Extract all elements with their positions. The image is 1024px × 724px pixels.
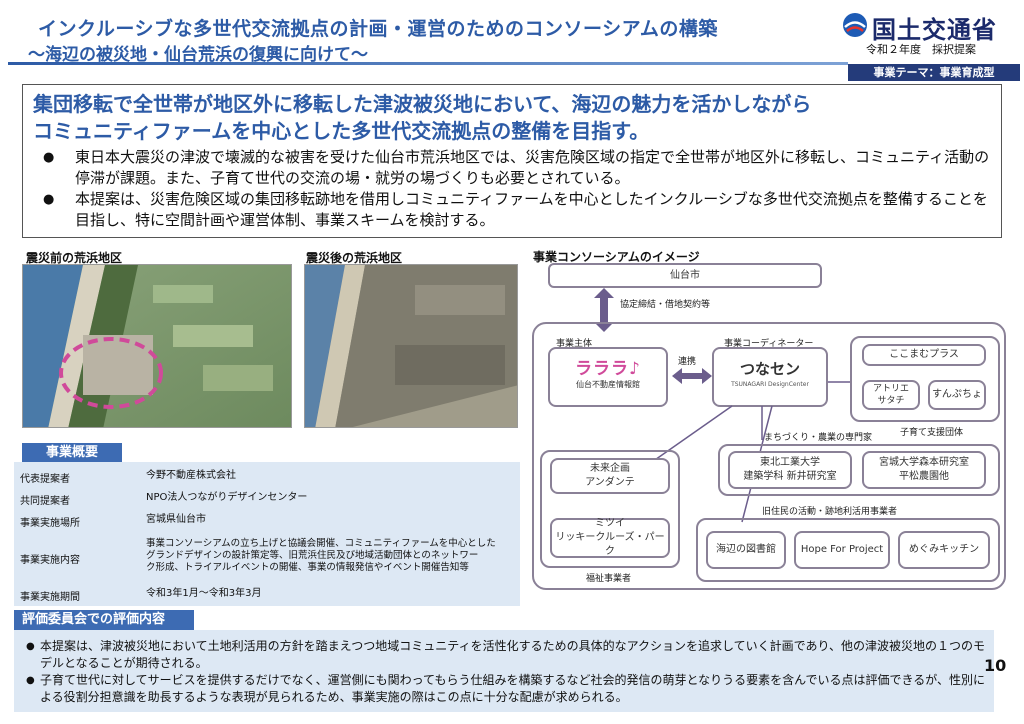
overview-value: 宮城県仙台市 (146, 514, 206, 525)
summary-bullet: 東日本大震災の津波で壊滅的な被害を受けた仙台市荒浜地区では、災害危険区域の指定で… (35, 147, 995, 189)
after-photo-label: 震災後の荒浜地区 (306, 251, 403, 265)
evaluation-item: 子育て世代に対してサービスを提供するだけでなく、運営側にも関わってもらう仕組みを… (26, 672, 986, 706)
overview-value: 事業コンソーシアムの立ち上げと協議会開催、コミュニティファームを中心とした グラ… (146, 538, 496, 573)
summary-bullets: 東日本大震災の津波で壊滅的な被害を受けた仙台市荒浜地区では、災害危険区域の指定で… (35, 147, 995, 231)
overview-row: 事業実施内容 事業コンソーシアムの立ち上げと協議会開催、コミュニティファームを中… (14, 538, 520, 578)
overview-value: 令和3年1月～令和3年3月 (146, 588, 262, 599)
overview-panel: 代表提案者 今野不動産株式会社 共同提案者 NPO法人つながりデザインセンター … (14, 462, 520, 606)
expert-item: 東北工業大学 建築学科 新井研究室 (728, 451, 852, 489)
ministry-name: 国土交通省 (872, 16, 997, 44)
welfare-group (540, 450, 680, 568)
operator-logo: ラララ♪ (575, 359, 641, 379)
coordinator-label: 事業コーディネーター (724, 339, 814, 349)
link-arrow-icon (672, 368, 712, 384)
link-label: 連携 (678, 357, 697, 367)
summary-box: 集団移転で全世帯が地区外に移転した津波被災地において、海辺の魅力を活かしながら … (22, 84, 1002, 238)
overview-value: NPO法人つながりデザインセンター (146, 492, 308, 503)
resident-item: Hope For Project (794, 531, 890, 569)
award-label: 令和２年度 採択提案 (866, 43, 976, 56)
residents-label: 旧住民の活動・跡地利活用事業者 (762, 507, 898, 517)
evaluation-panel: 本提案は、津波被災地において土地利活用の方針を踏まえつつ地域コミュニティを活性化… (14, 630, 994, 712)
overview-key: 事業実施内容 (20, 555, 80, 566)
coordinator-sub: TSUNAGARI DesignCenter (731, 381, 809, 388)
after-photo (304, 264, 518, 428)
headline-line-2: コミュニティファームを中心とした多世代交流拠点の整備を目指す。 (33, 119, 650, 143)
evaluation-heading: 評価委員会での評価内容 (14, 610, 194, 630)
childcare-item: すんぷちょ (928, 380, 986, 410)
childcare-item: ここまむプラス (862, 344, 986, 366)
expert-item: 宮城大学森本研究室 平松農園他 (862, 451, 986, 489)
operator-sub: 仙台不動産情報館 (576, 380, 640, 389)
childcare-group (850, 336, 1000, 422)
overview-row: 代表提案者 今野不動産株式会社 (14, 470, 520, 486)
contract-label: 協定締結・借地契約等 (620, 300, 711, 310)
childcare-item: アトリエ サタチ (862, 380, 920, 410)
page-subtitle: ～海辺の被災地・仙台荒浜の復興に向けて～ (28, 45, 368, 65)
welfare-label: 福祉事業者 (586, 574, 632, 584)
consortium-group (532, 322, 1006, 590)
welfare-item: 未来企画 アンダンテ (550, 458, 670, 494)
experts-group (718, 444, 1000, 496)
operator-box: ラララ♪ 仙台不動産情報館 (548, 347, 668, 407)
welfare-item: ミツイ リッキークルーズ・パーク (550, 518, 670, 558)
city-box: 仙台市 (548, 263, 822, 288)
overview-row: 事業実施期間 令和3年1月～令和3年3月 (14, 588, 520, 604)
evaluation-item: 本提案は、津波被災地において土地利活用の方針を踏まえつつ地域コミュニティを活性化… (26, 638, 986, 672)
ministry-logo: 国土交通省 (842, 12, 1022, 44)
experts-label: まちづくり・農業の専門家 (764, 433, 873, 443)
before-photo-label: 震災前の荒浜地区 (26, 251, 123, 265)
coordinator-logo: つなセン (739, 360, 800, 378)
page-title: インクルーシブな多世代交流拠点の計画・運営のためのコンソーシアムの構築 (38, 18, 718, 40)
headline-line-1: 集団移転で全世帯が地区外に移転した津波被災地において、海辺の魅力を活かしながら (33, 92, 812, 116)
diagram-title: 事業コンソーシアムのイメージ (533, 250, 700, 264)
overview-key: 事業実施期間 (20, 592, 80, 603)
before-photo (22, 264, 292, 428)
overview-row: 共同提案者 NPO法人つながりデザインセンター (14, 492, 520, 508)
residents-group (696, 518, 1000, 582)
overview-value: 今野不動産株式会社 (146, 470, 236, 481)
contract-arrow-icon (594, 288, 614, 332)
overview-heading: 事業概要 (22, 443, 122, 463)
childcare-label: 子育て支援団体 (900, 428, 964, 438)
coordinator-box: つなセン TSUNAGARI DesignCenter (712, 347, 828, 407)
overview-key: 代表提案者 (20, 474, 70, 485)
resident-item: 海辺の図書館 (706, 531, 786, 569)
page-number: 10 (984, 656, 1007, 675)
theme-badge: 事業テーマ：事業育成型 (848, 64, 1020, 81)
resident-item: めぐみキッチン (898, 531, 990, 569)
overview-key: 共同提案者 (20, 496, 70, 507)
operator-label: 事業主体 (556, 339, 593, 349)
overview-key: 事業実施場所 (20, 518, 80, 529)
evaluation-list: 本提案は、津波被災地において土地利活用の方針を踏まえつつ地域コミュニティを活性化… (26, 638, 986, 706)
summary-bullet: 本提案は、災害危険区域の集団移転跡地を借用しコミュニティファームを中心としたイン… (35, 189, 995, 231)
overview-row: 事業実施場所 宮城県仙台市 (14, 514, 520, 530)
ministry-emblem-icon (843, 13, 867, 37)
summary-headline: 集団移転で全世帯が地区外に移転した津波被災地において、海辺の魅力を活かしながら … (33, 91, 811, 145)
title-underline (8, 62, 848, 65)
